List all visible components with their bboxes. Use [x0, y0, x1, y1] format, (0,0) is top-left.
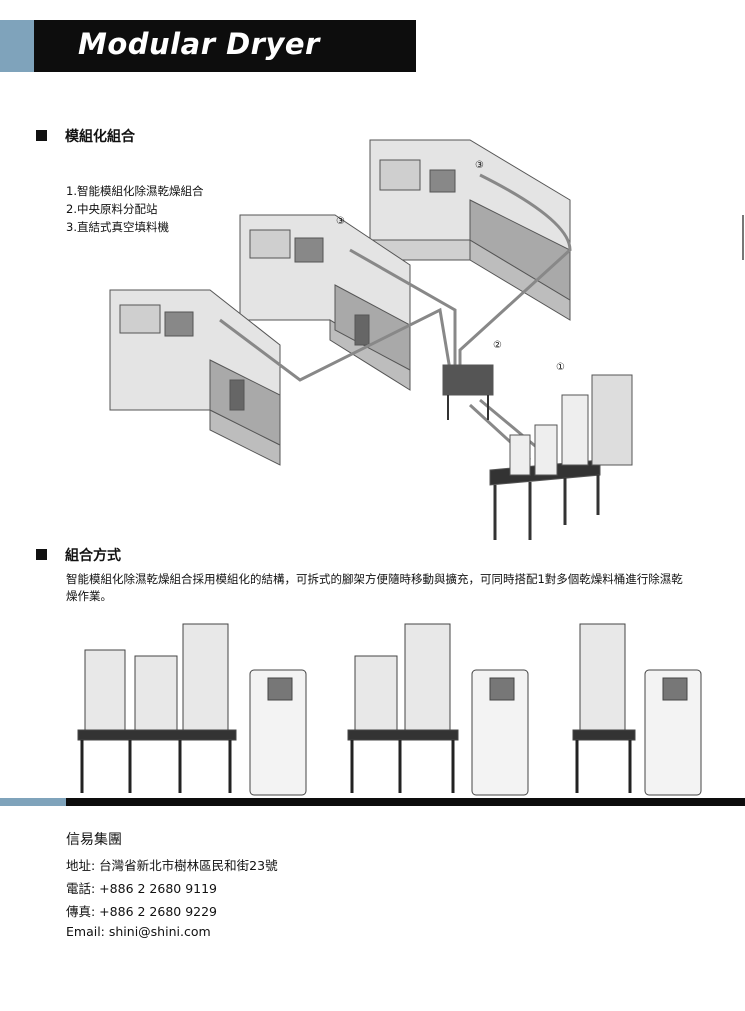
injection-machine-front	[109, 289, 281, 466]
legend-item-3: 3.直結式真空填料機	[66, 220, 169, 234]
section-heading-text: 組合方式	[65, 548, 121, 564]
bullet-square-icon	[36, 130, 47, 141]
config-three-hoppers	[77, 623, 307, 796]
baseline-accent-bar	[0, 798, 66, 806]
configuration-diagram	[77, 623, 702, 796]
callout-3a: ③	[336, 216, 345, 227]
page-title: Modular Dryer	[78, 27, 320, 61]
modular-dryer-unit	[489, 374, 633, 540]
header-accent-bar	[0, 20, 34, 72]
callout-1: ①	[556, 362, 565, 373]
contact-email[interactable]: Email: shini@shini.com	[66, 924, 211, 939]
header-bar	[34, 20, 416, 72]
config-one-hopper	[572, 623, 702, 796]
section-heading-modular: 模組化組合	[36, 126, 135, 146]
system-layout-diagram: ① ② ③ ③	[109, 139, 633, 540]
page-edge-mark	[742, 215, 744, 260]
section-heading-text: 模組化組合	[65, 129, 135, 145]
legend-item-2: 2.中央原料分配站	[66, 202, 158, 216]
section-heading-combination: 組合方式	[36, 545, 121, 565]
injection-machine-back	[369, 139, 571, 321]
contact-phone: 電話: +886 2 2680 9119	[66, 881, 218, 896]
company-name: 信易集團	[66, 832, 122, 848]
baseline-bar	[66, 798, 745, 806]
component-legend: 1.智能模組化除濕乾燥組合 2.中央原料分配站 3.直結式真空填料機	[66, 182, 203, 236]
bullet-square-icon	[36, 549, 47, 560]
callout-2: ②	[493, 340, 502, 351]
callout-3b: ③	[475, 160, 484, 171]
config-two-hoppers	[347, 623, 529, 796]
contact-fax: 傳真: +886 2 2680 9229	[66, 904, 218, 919]
distribution-station	[442, 364, 494, 420]
combination-description: 智能模組化除濕乾燥組合採用模組化的結構，可拆式的腳架方便隨時移動與擴充，可同時搭…	[66, 572, 683, 603]
contact-address: 地址: 台灣省新北市樹林區民和街23號	[66, 858, 278, 873]
legend-item-1: 1.智能模組化除濕乾燥組合	[66, 184, 204, 198]
injection-machine-middle	[239, 214, 411, 391]
